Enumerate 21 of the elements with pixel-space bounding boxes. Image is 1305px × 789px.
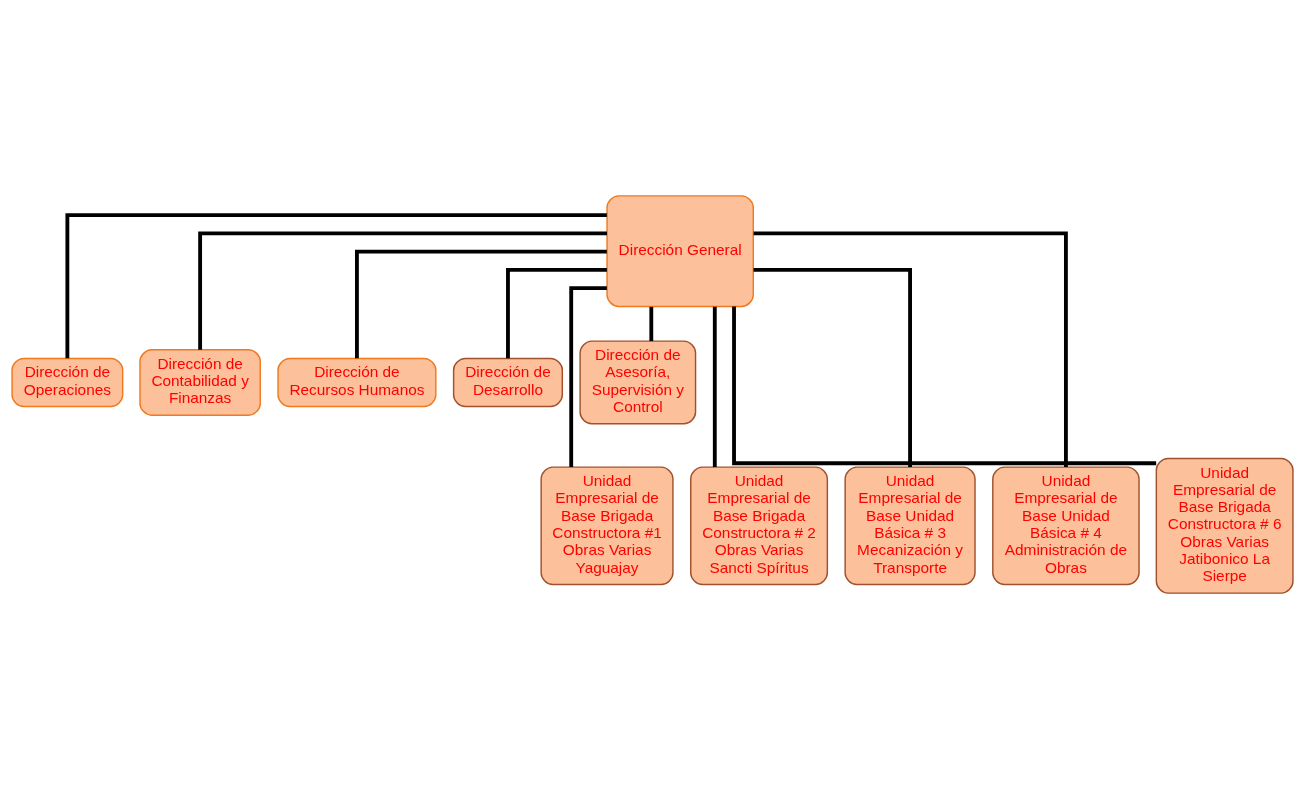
connector — [569, 286, 607, 468]
node-box: Dirección de Desarrollo — [452, 357, 564, 408]
connector — [649, 306, 654, 342]
node-box: Unidad Empresarial de Base Brigada Constructora # 6 Obras Varias Jatibonico La Sierpe — [1155, 457, 1294, 594]
node-box: Dirección de Contabilidad y Finanzas — [139, 349, 261, 416]
node-box: Dirección General — [606, 195, 754, 308]
node-box: Unidad Empresarial de Base Unidad Básica # 3 Mecanización y Transporte — [844, 466, 976, 586]
connector — [732, 306, 1157, 466]
connector — [753, 231, 1068, 467]
node-box: Unidad Empresarial de Base Brigada Constructora # 2 Obras Varias Sancti Spíritus — [690, 466, 829, 586]
node-box: Unidad Empresarial de Base Unidad Básica # 4 Administración de Obras — [992, 466, 1140, 586]
connector — [753, 268, 912, 468]
connector — [65, 213, 607, 359]
node-box: Unidad Empresarial de Base Brigada Constructora #1 Obras Varias Yaguajay — [540, 466, 674, 586]
connector — [355, 249, 607, 359]
connector — [506, 268, 607, 359]
connector — [198, 231, 607, 350]
node-box: Dirección de Recursos Humanos — [277, 357, 437, 408]
node-box: Dirección de Operaciones — [11, 357, 124, 408]
node-box: Dirección de Asesoría, Supervisión y Control — [579, 340, 697, 425]
connector — [712, 306, 717, 467]
